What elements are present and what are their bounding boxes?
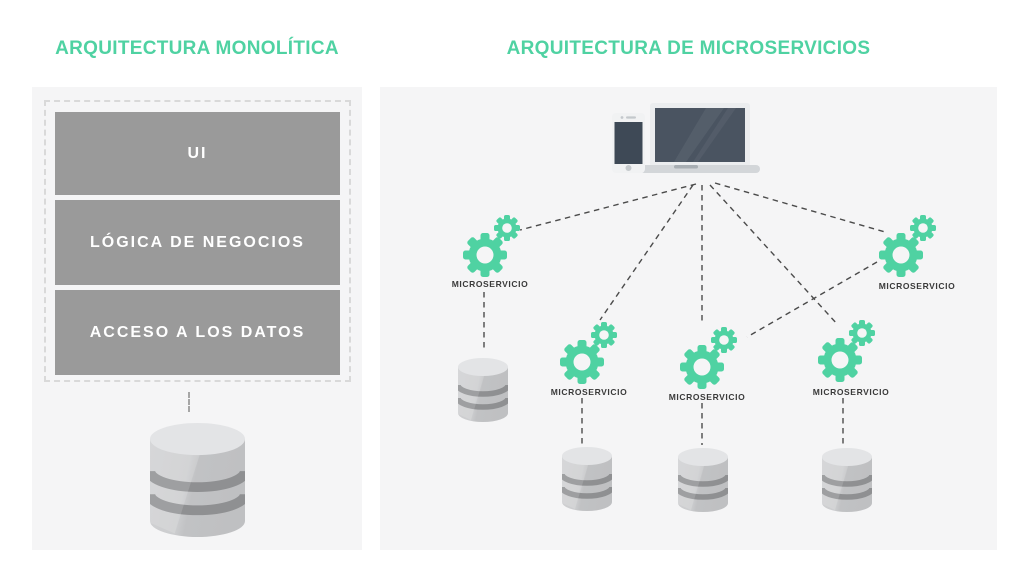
- monolithic-architecture-title: ARQUITECTURA MONOLÍTICA: [55, 38, 339, 59]
- link-devices-service-5: [714, 182, 886, 233]
- database-icon: [458, 358, 508, 422]
- connection-lines: [483, 182, 886, 445]
- monolith-database-connector-line: [188, 392, 190, 412]
- gear-icon: [463, 215, 520, 277]
- microservice-label: MICROSERVICIO: [878, 281, 956, 291]
- link-devices-service-1: [519, 183, 697, 231]
- layer-data-access: ACCESO A LOS DATOS: [55, 290, 340, 375]
- gear-icon: [560, 322, 617, 384]
- database-icon: [822, 448, 872, 512]
- link-devices-service-2: [599, 184, 694, 321]
- microservices-panel: MICROSERVICIO MICROSERVICIO MICROSERVICI…: [380, 87, 997, 550]
- gear-icon: [680, 327, 737, 389]
- monolith-boundary: UI LÓGICA DE NEGOCIOS ACCESO A LOS DATOS: [44, 100, 351, 382]
- microservice-label: MICROSERVICIO: [668, 392, 746, 402]
- gear-icon: [879, 215, 936, 277]
- laptop-icon: [640, 103, 760, 173]
- database-icon: [678, 448, 728, 512]
- client-devices-icon: [612, 103, 760, 173]
- layer-data-access-label: ACCESO A LOS DATOS: [89, 323, 306, 341]
- monolithic-panel: UI LÓGICA DE NEGOCIOS ACCESO A LOS DATOS: [32, 87, 362, 550]
- microservice-label: MICROSERVICIO: [550, 387, 628, 397]
- layer-ui: UI: [55, 112, 340, 195]
- layer-business-logic: LÓGICA DE NEGOCIOS: [55, 200, 340, 285]
- layer-business-logic-label: LÓGICA DE NEGOCIOS: [90, 233, 305, 251]
- layer-ui-label: UI: [187, 144, 208, 162]
- microservice-label: MICROSERVICIO: [451, 279, 529, 289]
- database-icon: [562, 447, 612, 511]
- link-devices-service-4: [709, 184, 839, 326]
- microservice-label: MICROSERVICIO: [812, 387, 890, 397]
- microservices-architecture-title: ARQUITECTURA DE MICROSERVICIOS: [506, 38, 871, 59]
- smartphone-icon: [612, 113, 645, 173]
- gear-icon: [818, 320, 875, 382]
- link-service-5-service-3: [746, 261, 878, 338]
- database-icon: [150, 423, 245, 537]
